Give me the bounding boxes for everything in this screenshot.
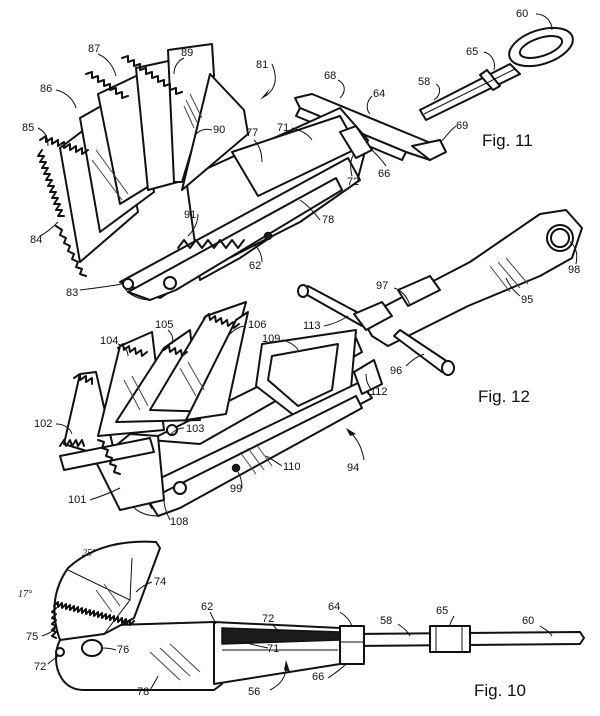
fig11-label-77: 77 <box>246 127 258 139</box>
fig11-rod <box>419 63 521 121</box>
fig10-label-56: 56 <box>248 686 260 698</box>
figure-11-drawing <box>37 26 574 301</box>
fig11-ring-handle <box>508 26 574 68</box>
fig11-frame <box>119 107 373 301</box>
fig10-rod <box>339 625 585 665</box>
fig11-label-84: 84 <box>30 234 42 246</box>
fig12-label-101: 101 <box>68 494 86 506</box>
fig11-label-68: 68 <box>324 70 336 82</box>
figure-10-labels: 25° 17° 74 75 76 72 62 64 72 71 58 65 60… <box>18 548 553 700</box>
fig10-label-58: 58 <box>380 615 392 627</box>
fig12-label-109: 109 <box>262 333 280 345</box>
fig12-label-106: 106 <box>248 319 266 331</box>
fig12-label-113: 113 <box>303 320 321 332</box>
figure-11-labels: 60 65 58 68 64 69 81 87 89 86 85 90 77 7… <box>22 8 553 299</box>
figure-12-drawing <box>59 209 583 517</box>
fig12-label-96: 96 <box>390 365 402 377</box>
fig12-handle <box>361 209 583 347</box>
fig10-label-76: 76 <box>117 644 129 656</box>
fig11-blade-stack <box>37 43 249 290</box>
fig10-label-75: 75 <box>26 631 38 643</box>
fig10-label-66: 66 <box>312 671 324 683</box>
fig11-label-87: 87 <box>88 43 100 55</box>
fig12-frame <box>129 329 383 517</box>
fig10-label-78: 78 <box>137 686 149 698</box>
fig12-label-98: 98 <box>568 264 580 276</box>
fig10-body <box>55 621 341 691</box>
fig11-label-62: 62 <box>249 260 261 272</box>
fig12-label-112: 112 <box>370 386 388 398</box>
fig12-label-102: 102 <box>34 418 52 430</box>
fig12-pins <box>297 284 455 376</box>
figure-10-drawing <box>51 540 585 691</box>
fig10-label-64: 64 <box>328 601 340 613</box>
figure-12-labels: 98 95 97 113 105 106 104 109 96 112 102 … <box>34 241 580 528</box>
fig12-label-104: 104 <box>100 335 118 347</box>
fig10-label-72-lower: 72 <box>34 661 46 673</box>
fig11-label-86: 86 <box>40 83 52 95</box>
fig12-label-105: 105 <box>155 319 173 331</box>
fig12-label-103: 103 <box>186 423 204 435</box>
fig12-label-110: 110 <box>283 461 301 473</box>
fig12-label-95: 95 <box>521 294 533 306</box>
fig11-label-89: 89 <box>181 47 193 59</box>
fig12-caption: Fig. 12 <box>478 387 530 406</box>
fig11-label-58: 58 <box>418 76 430 88</box>
fig12-label-108: 108 <box>170 516 188 528</box>
fig11-label-91: 91 <box>184 209 196 221</box>
fig11-label-85: 85 <box>22 122 34 134</box>
fig11-label-69: 69 <box>456 120 468 132</box>
fig12-label-94: 94 <box>347 462 359 474</box>
fig11-label-81: 81 <box>256 59 268 71</box>
fig11-label-78: 78 <box>322 214 334 226</box>
fig11-label-66: 66 <box>378 168 390 180</box>
fig11-label-60: 60 <box>516 8 528 20</box>
fig11-label-90: 90 <box>213 124 225 136</box>
fig10-caption: Fig. 10 <box>474 681 526 700</box>
fig11-label-64: 64 <box>373 88 385 100</box>
fig10-label-60: 60 <box>522 615 534 627</box>
fig12-label-99: 99 <box>230 483 242 495</box>
fig11-label-83: 83 <box>66 287 78 299</box>
fig11-label-72: 72 <box>347 176 359 188</box>
fig11-label-65: 65 <box>466 46 478 58</box>
fig10-label-72-upper: 72 <box>262 613 274 625</box>
fig10-angle-17: 17° <box>18 589 32 600</box>
fig10-label-74: 74 <box>154 576 166 588</box>
fig10-label-62: 62 <box>201 601 213 613</box>
fig10-angle-25: 25° <box>82 548 96 559</box>
fig11-label-71: 71 <box>277 122 289 134</box>
fig12-label-97: 97 <box>376 280 388 292</box>
fig10-label-65: 65 <box>436 605 448 617</box>
fig10-label-71: 71 <box>267 643 279 655</box>
fig11-caption: Fig. 11 <box>482 131 533 150</box>
fig10-blade <box>51 540 161 641</box>
